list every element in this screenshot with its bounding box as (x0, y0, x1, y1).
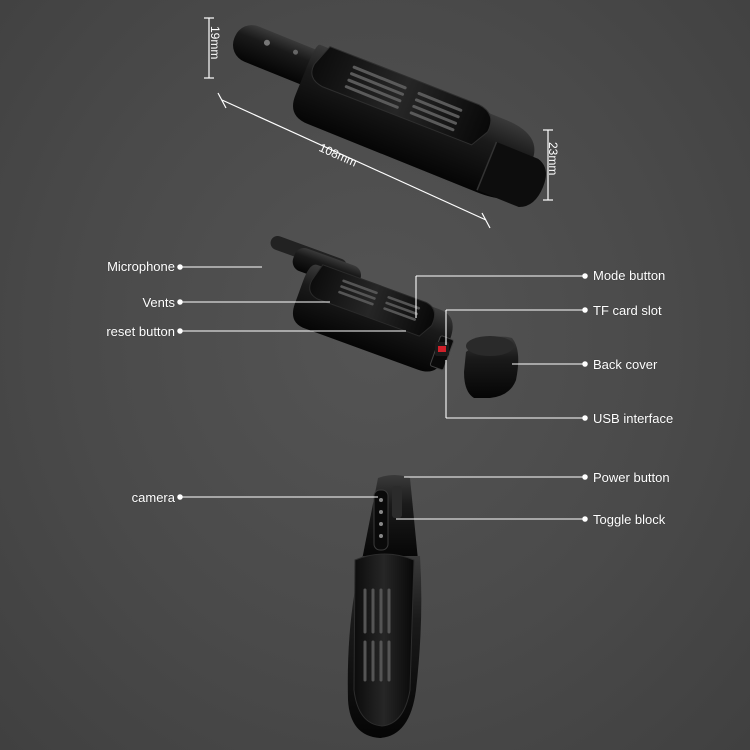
label-mode-button: Mode button (593, 268, 666, 283)
label-vents: Vents (142, 295, 175, 310)
label-tf-card-slot: TF card slot (593, 303, 662, 318)
label-reset-button: reset button (106, 324, 175, 339)
dimension-height-body: 23mm (546, 142, 560, 176)
leader-lines (177, 264, 588, 522)
label-usb-interface: USB interface (593, 411, 674, 426)
device-side-view (270, 236, 519, 398)
label-microphone: Microphone (107, 259, 175, 274)
device-top-view (232, 25, 546, 208)
label-toggle-block: Toggle block (593, 512, 666, 527)
dimension-height-top: 19mm (208, 26, 222, 60)
label-power-button: Power button (593, 470, 670, 485)
label-camera: camera (131, 490, 175, 505)
label-back-cover: Back cover (593, 357, 658, 372)
device-front-view (347, 475, 422, 738)
dimension-lines (204, 17, 553, 229)
